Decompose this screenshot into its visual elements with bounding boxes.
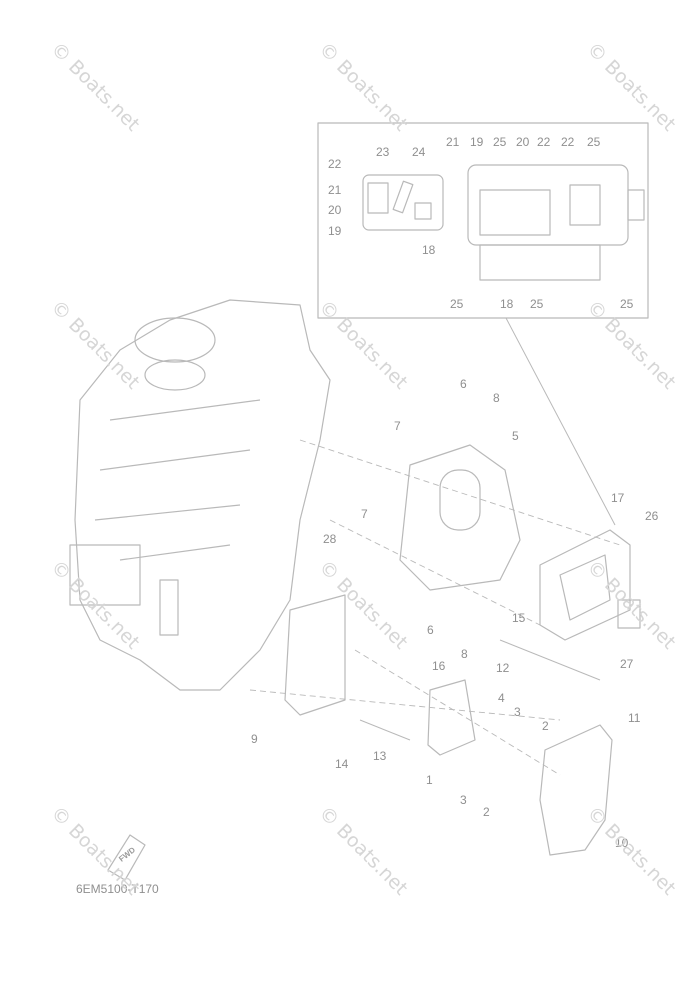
inset-frame bbox=[317, 122, 649, 319]
part-number-callout: 4 bbox=[498, 691, 505, 705]
part-number-callout: 7 bbox=[394, 419, 401, 433]
part-number-callout: 16 bbox=[432, 659, 446, 673]
engine-block-outline bbox=[74, 299, 331, 691]
inset-part-number-callout: 25 bbox=[530, 297, 544, 311]
part-number-callout: 10 bbox=[615, 836, 629, 850]
inset-large-module bbox=[467, 164, 629, 246]
cover bbox=[539, 724, 613, 856]
part-number-callout: 3 bbox=[514, 705, 521, 719]
part-number-callout: 1 bbox=[426, 773, 433, 787]
part-number-callout: 17 bbox=[611, 491, 625, 505]
inset-part-number-callout: 25 bbox=[493, 135, 507, 149]
part-number-callout: 6 bbox=[427, 623, 434, 637]
part-number-callout: 26 bbox=[645, 509, 659, 523]
diagram-code: 6EM5100-T170 bbox=[76, 882, 159, 896]
part-number-callout: 6 bbox=[460, 377, 467, 391]
inset-small-module bbox=[362, 174, 444, 231]
part-number-callout: 27 bbox=[620, 657, 634, 671]
inset-part-number-callout: 18 bbox=[500, 297, 514, 311]
lower-plate bbox=[284, 594, 346, 716]
part-number-callout: 9 bbox=[251, 732, 258, 746]
inset-part-number-callout: 23 bbox=[376, 145, 390, 159]
part-number-callout: 15 bbox=[512, 611, 526, 625]
part-number-callout: 28 bbox=[323, 532, 337, 546]
part-number-callout: 14 bbox=[335, 757, 349, 771]
part-number-callout: 7 bbox=[361, 507, 368, 521]
part-number-callout: 2 bbox=[483, 805, 490, 819]
inset-part-number-callout: 22 bbox=[328, 157, 342, 171]
part-number-callout: 12 bbox=[496, 661, 510, 675]
part-number-callout: 13 bbox=[373, 749, 387, 763]
part-number-callout: 5 bbox=[512, 429, 519, 443]
inset-part-number-callout: 25 bbox=[620, 297, 634, 311]
part-number-callout: 8 bbox=[461, 647, 468, 661]
inset-part-number-callout: 20 bbox=[328, 203, 342, 217]
part-number-callout: 8 bbox=[493, 391, 500, 405]
part-number-callout: 3 bbox=[460, 793, 467, 807]
flywheel-gear bbox=[134, 317, 216, 363]
inset-part-number-callout: 22 bbox=[537, 135, 551, 149]
inset-part-number-callout: 24 bbox=[412, 145, 426, 159]
inset-part-number-callout: 19 bbox=[470, 135, 484, 149]
inset-part-number-callout: 25 bbox=[587, 135, 601, 149]
inset-part-number-callout: 19 bbox=[328, 224, 342, 238]
mounting-bracket bbox=[399, 444, 521, 591]
relay-bracket bbox=[427, 679, 476, 756]
inset-part-number-callout: 21 bbox=[446, 135, 460, 149]
fwd-arrow bbox=[107, 834, 146, 881]
inset-part-number-callout: 22 bbox=[561, 135, 575, 149]
part-number-callout: 2 bbox=[542, 719, 549, 733]
inset-part-number-callout: 25 bbox=[450, 297, 464, 311]
side-connector-block bbox=[69, 544, 141, 606]
inset-part-number-callout: 21 bbox=[328, 183, 342, 197]
part-number-callout: 11 bbox=[628, 711, 641, 725]
inset-part-number-callout: 20 bbox=[516, 135, 530, 149]
inset-part-number-callout: 18 bbox=[422, 243, 436, 257]
